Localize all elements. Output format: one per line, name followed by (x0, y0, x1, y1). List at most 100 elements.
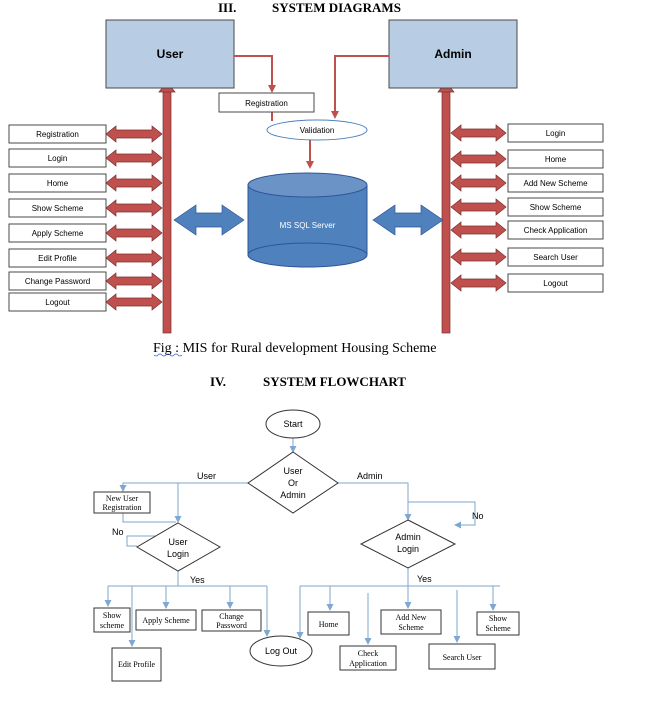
user-to-registration-arrow (234, 55, 276, 93)
home-label: Home (319, 620, 339, 629)
registration-box: Registration (218, 92, 315, 113)
user-item-edit-profile: Edit Profile (8, 248, 163, 268)
user-box: User (105, 19, 235, 89)
check-application-line-2: Application (349, 659, 387, 668)
user-item-label: Show Scheme (32, 204, 84, 213)
search-user-box: Search User (428, 643, 496, 670)
search-user-label: Search User (443, 653, 482, 662)
admin-login-line-2: Login (397, 544, 419, 554)
show-scheme-admin-line-1: Show (489, 614, 507, 623)
add-new-scheme-box: Add New Scheme (380, 609, 442, 635)
change-password-box: Change Password (201, 609, 262, 632)
no-label-admin: No (472, 511, 484, 521)
flowchart-connectors (104, 438, 500, 647)
change-password-line-1: Change (219, 612, 244, 621)
admin-item-show-scheme: Show Scheme (450, 197, 604, 217)
user-item-logout: Logout (8, 292, 163, 312)
user-item-apply-scheme: Apply Scheme (8, 223, 163, 243)
admin-item-label: Check Application (524, 226, 588, 235)
admin-item-arrow (450, 198, 507, 216)
admin-login-decision: Admin Login (359, 519, 457, 569)
decision-line-3: Admin (280, 490, 306, 500)
user-item-registration: Registration (8, 124, 163, 144)
start-node: Start (265, 409, 321, 439)
user-login-line-1: User (168, 537, 187, 547)
new-user-registration-box: New User Registration (93, 491, 151, 514)
admin-item-check-application: Check Application (450, 220, 604, 240)
user-database-double-arrow (173, 204, 245, 236)
admin-item-home: Home (450, 149, 604, 169)
no-label-user: No (112, 527, 124, 537)
admin-item-label: Login (546, 129, 566, 138)
admin-item-logout: Logout (450, 273, 604, 293)
admin-item-add-new-scheme: Add New Scheme (450, 173, 604, 193)
admin-branch-label: Admin (357, 471, 383, 481)
add-new-scheme-line-1: Add New (396, 613, 427, 622)
user-item-change-password: Change Password (8, 271, 163, 291)
change-password-line-2: Password (216, 621, 247, 630)
decision-line-1: User (283, 466, 302, 476)
admin-database-double-arrow (372, 204, 444, 236)
user-or-admin-decision: User Or Admin (247, 451, 339, 514)
user-item-arrow (105, 249, 163, 267)
admin-item-label: Show Scheme (530, 203, 582, 212)
start-label: Start (283, 419, 303, 429)
show-scheme-admin-line-2: Scheme (485, 624, 511, 633)
admin-login-line-1: Admin (395, 532, 421, 542)
admin-item-arrow (450, 221, 507, 239)
admin-item-label: Search User (533, 253, 578, 262)
yes-label-user: Yes (190, 575, 205, 585)
admin-lifeline-bar (441, 87, 451, 334)
user-item-show-scheme: Show Scheme (8, 198, 163, 218)
decision-line-2: Or (288, 478, 298, 488)
check-application-box: Check Application (339, 645, 397, 671)
user-item-arrow (105, 199, 163, 217)
admin-item-login: Login (450, 123, 604, 143)
new-user-line-2: Registration (102, 503, 141, 512)
admin-box-label: Admin (434, 47, 471, 61)
admin-item-label: Add New Scheme (523, 179, 588, 188)
logout-label: Log Out (265, 646, 298, 656)
registration-box-label: Registration (245, 99, 288, 108)
user-item-arrow (105, 174, 163, 192)
section-number-iv: IV. (210, 374, 226, 389)
section-title-diagrams: SYSTEM DIAGRAMS (272, 0, 401, 15)
admin-to-validation-arrow (331, 55, 389, 119)
section-title-flowchart: SYSTEM FLOWCHART (263, 374, 406, 389)
admin-item-label: Logout (543, 279, 568, 288)
admin-item-arrow (450, 124, 507, 142)
user-item-label: Change Password (25, 277, 90, 286)
user-item-login: Login (8, 148, 163, 168)
user-branch-label: User (197, 471, 216, 481)
figure-caption: Fig : MIS for Rural development Housing … (153, 341, 436, 356)
user-item-arrow (105, 125, 163, 143)
edit-profile-label: Edit Profile (118, 660, 156, 669)
home-box: Home (307, 611, 350, 636)
apply-scheme-label: Apply Scheme (142, 616, 190, 625)
spellcheck-underline (153, 353, 183, 357)
user-item-arrow (105, 149, 163, 167)
admin-item-arrow (450, 248, 507, 266)
user-item-label: Apply Scheme (32, 229, 84, 238)
admin-box: Admin (388, 19, 518, 89)
edit-profile-box: Edit Profile (111, 647, 162, 682)
section-number-iii: III. (218, 0, 236, 15)
database-label: MS SQL Server (280, 221, 336, 230)
show-scheme-box-user: Show scheme (93, 607, 131, 633)
user-item-label: Logout (45, 298, 70, 307)
user-login-decision: User Login (136, 522, 222, 572)
validation-node: Validation (266, 119, 368, 141)
user-item-home: Home (8, 173, 163, 193)
user-item-arrow (105, 272, 163, 290)
user-box-label: User (157, 47, 184, 61)
admin-item-label: Home (545, 155, 567, 164)
user-item-label: Edit Profile (38, 254, 77, 263)
user-item-arrow (105, 224, 163, 242)
apply-scheme-box: Apply Scheme (135, 609, 197, 631)
user-item-arrow (105, 293, 163, 311)
user-login-line-2: Login (167, 549, 189, 559)
admin-item-arrow (450, 274, 507, 292)
